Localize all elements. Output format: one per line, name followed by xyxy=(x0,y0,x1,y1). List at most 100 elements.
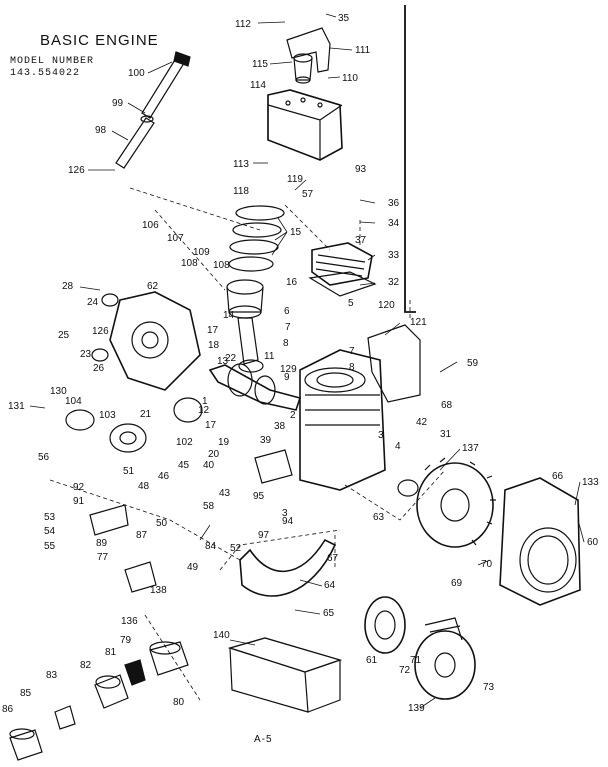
label-54: 54 xyxy=(44,526,56,537)
label-18: 18 xyxy=(208,340,220,351)
label-84: 84 xyxy=(205,541,217,552)
label-81: 81 xyxy=(105,647,117,658)
label-85: 85 xyxy=(20,688,32,699)
label-32: 32 xyxy=(388,277,400,288)
label-8-a: 8 xyxy=(283,338,289,349)
label-77: 77 xyxy=(97,552,109,563)
label-94: 94 xyxy=(282,516,294,527)
label-112: 112 xyxy=(235,19,251,30)
label-35: 35 xyxy=(338,13,350,24)
piston-14-shape xyxy=(226,279,264,319)
label-114: 114 xyxy=(250,80,266,91)
label-92: 92 xyxy=(73,482,85,493)
cylinder-shield-121-shape xyxy=(367,324,421,403)
label-57: 57 xyxy=(302,189,314,200)
small-hardware-shapes xyxy=(65,293,419,593)
label-64: 64 xyxy=(324,580,336,591)
label-11: 11 xyxy=(264,351,275,362)
label-107: 107 xyxy=(167,233,184,244)
label-139: 139 xyxy=(408,703,425,714)
page-number: A-5 xyxy=(254,734,273,745)
label-55: 55 xyxy=(44,541,56,552)
label-53: 53 xyxy=(44,512,56,523)
label-56: 56 xyxy=(38,452,50,463)
label-67: 67 xyxy=(327,553,339,564)
label-3-b: 3 xyxy=(282,508,288,519)
label-2: 2 xyxy=(290,410,296,421)
label-109: 109 xyxy=(193,247,210,258)
air-baffle-64-shape xyxy=(239,538,337,597)
label-50: 50 xyxy=(156,518,168,529)
label-17: 17 xyxy=(207,325,219,336)
label-37: 37 xyxy=(355,235,367,246)
label-120: 120 xyxy=(378,300,395,311)
label-137: 137 xyxy=(462,443,479,454)
frame-rule xyxy=(404,5,416,313)
crankshaft-11-shape xyxy=(208,363,302,411)
label-16: 16 xyxy=(286,277,298,288)
label-106: 106 xyxy=(142,220,159,231)
label-108-a: 108 xyxy=(181,258,198,269)
leader-lines xyxy=(29,13,585,709)
label-111: 111 xyxy=(355,45,371,56)
label-113: 113 xyxy=(233,159,249,170)
label-28: 28 xyxy=(62,281,74,292)
label-115: 115 xyxy=(252,59,268,70)
fuel-line-tube-shape xyxy=(115,51,191,169)
label-7-a: 7 xyxy=(285,322,291,333)
label-83: 83 xyxy=(46,670,58,681)
label-59: 59 xyxy=(467,358,479,369)
oil-cap-115-shape xyxy=(293,53,313,84)
flywheel-137-shape xyxy=(416,457,496,548)
label-98: 98 xyxy=(95,125,107,136)
label-1: 1 xyxy=(202,396,208,407)
label-46: 46 xyxy=(158,471,170,482)
label-93: 93 xyxy=(355,164,367,175)
label-9: 9 xyxy=(284,372,290,383)
label-86: 86 xyxy=(2,704,14,715)
label-43: 43 xyxy=(219,488,231,499)
label-80: 80 xyxy=(173,697,185,708)
assembly-guide-lines xyxy=(49,187,446,701)
label-133: 133 xyxy=(582,477,599,488)
cylinder-block-1-shape xyxy=(299,349,386,491)
label-68: 68 xyxy=(441,400,453,411)
label-97: 97 xyxy=(258,530,270,541)
label-38: 38 xyxy=(274,421,286,432)
label-45: 45 xyxy=(178,460,190,471)
label-95: 95 xyxy=(253,491,265,502)
label-138: 138 xyxy=(150,585,167,596)
label-49: 49 xyxy=(187,562,199,573)
label-12: 12 xyxy=(198,405,210,416)
label-36: 36 xyxy=(388,198,400,209)
label-126-mid: 126 xyxy=(92,326,109,337)
label-73: 73 xyxy=(483,682,495,693)
label-63: 63 xyxy=(373,512,385,523)
label-110: 110 xyxy=(342,73,358,84)
label-108-b: 108 xyxy=(213,260,230,271)
label-17-b: 17 xyxy=(205,420,217,431)
label-61: 61 xyxy=(366,655,378,666)
label-79: 79 xyxy=(120,635,132,646)
label-121: 121 xyxy=(410,317,427,328)
label-69: 69 xyxy=(451,578,463,589)
label-22: 22 xyxy=(225,353,237,364)
head-gasket-32-shape xyxy=(308,271,377,297)
label-21: 21 xyxy=(140,409,152,420)
label-119: 119 xyxy=(287,174,303,185)
label-48: 48 xyxy=(138,481,150,492)
label-91: 91 xyxy=(73,496,85,507)
label-65: 65 xyxy=(323,608,335,619)
label-15: 15 xyxy=(290,227,302,238)
label-136: 136 xyxy=(121,616,138,627)
label-40: 40 xyxy=(203,460,215,471)
label-131: 131 xyxy=(8,401,25,412)
label-20: 20 xyxy=(208,449,220,460)
label-39: 39 xyxy=(260,435,272,446)
label-99: 99 xyxy=(112,98,124,109)
piston-rings-15-shape xyxy=(228,205,285,272)
label-103: 103 xyxy=(99,410,116,421)
label-34: 34 xyxy=(388,218,400,229)
label-58: 58 xyxy=(203,501,215,512)
